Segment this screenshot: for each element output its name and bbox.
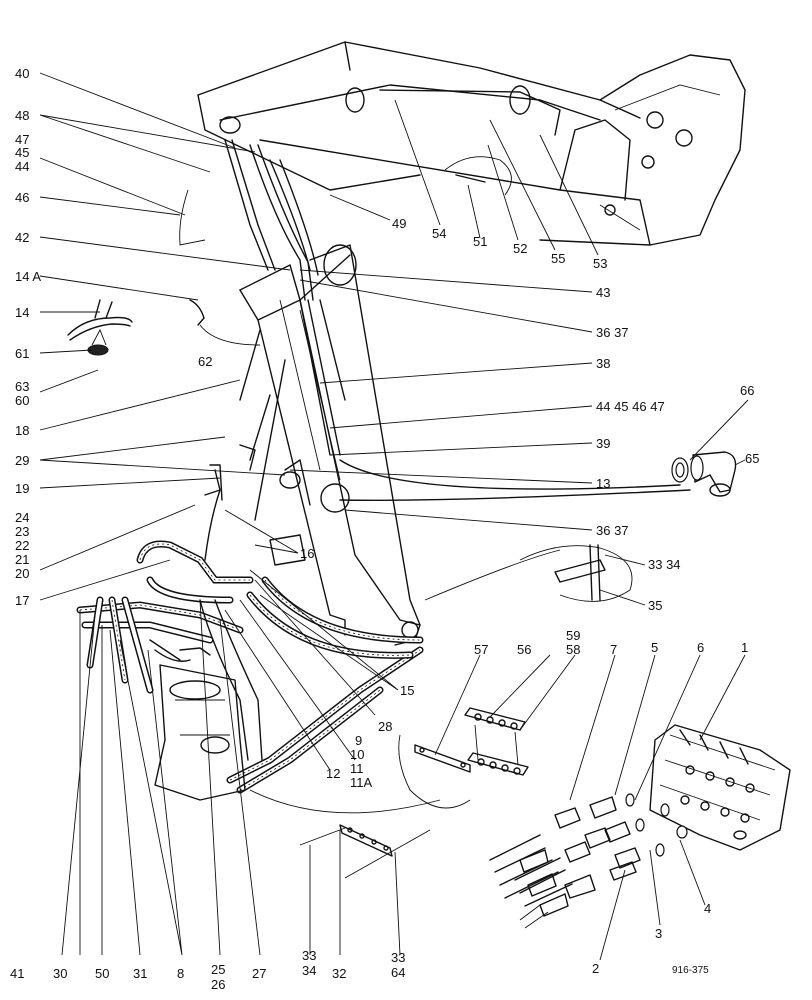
leader-lines [39, 72, 749, 961]
callout-46: 46 [15, 190, 29, 205]
callout-53: 53 [593, 256, 607, 271]
callout-30: 30 [53, 966, 67, 981]
callout-24: 24 [15, 510, 29, 525]
callout-47: 47 [15, 132, 29, 147]
callout-36-37-lower: 36 37 [596, 523, 629, 538]
boom-structure [239, 244, 421, 646]
callout-63: 63 [15, 379, 29, 394]
callout-44-45-46-47: 44 45 46 47 [596, 399, 665, 414]
callout-55: 55 [551, 251, 565, 266]
callout-labels: 40 48 47 45 44 46 42 14 A 14 61 62 63 60… [10, 66, 759, 992]
callout-35: 35 [648, 598, 662, 613]
callout-3: 3 [655, 926, 662, 941]
callout-61: 61 [15, 346, 29, 361]
callout-21: 21 [15, 552, 29, 567]
callout-27: 27 [252, 966, 266, 981]
callout-40: 40 [15, 66, 29, 81]
callout-36-37-upper: 36 37 [596, 325, 629, 340]
base-outline [249, 789, 441, 814]
callout-45: 45 [15, 145, 29, 160]
callout-28: 28 [378, 719, 392, 734]
callout-41: 41 [10, 966, 24, 981]
hose-curve [199, 324, 261, 346]
callout-17: 17 [15, 593, 29, 608]
braided-hoses [76, 540, 424, 794]
callout-50: 50 [95, 966, 109, 981]
callout-54: 54 [432, 226, 446, 241]
callout-18: 18 [15, 423, 29, 438]
callout-20: 20 [15, 566, 29, 581]
callout-12: 12 [326, 766, 340, 781]
callout-2: 2 [592, 961, 599, 976]
control-valve-bank [649, 724, 791, 851]
hose-end-fittings [489, 793, 688, 929]
callout-23: 23 [15, 524, 29, 539]
callout-10: 10 [350, 747, 364, 762]
callout-62: 62 [198, 354, 212, 369]
callout-5: 5 [651, 640, 658, 655]
callout-11a: 11A [350, 775, 372, 790]
callout-52: 52 [513, 241, 527, 256]
clip-strip [299, 824, 431, 879]
callout-57: 57 [474, 642, 488, 657]
callout-33-left: 33 [302, 948, 316, 963]
callout-8: 8 [177, 966, 184, 981]
callout-11: 11 [350, 761, 364, 776]
callout-14a: 14 A [15, 269, 41, 284]
hose-curve-right [424, 549, 561, 601]
callout-22: 22 [15, 538, 29, 553]
clamp-plates [398, 707, 529, 809]
callout-43: 43 [596, 285, 610, 300]
drawing-reference-code: 916-375 [672, 965, 709, 976]
callout-6: 6 [697, 640, 704, 655]
callout-29: 29 [15, 453, 29, 468]
callout-1: 1 [741, 640, 748, 655]
hose-clamp-assembly [67, 299, 205, 356]
callout-19: 19 [15, 481, 29, 496]
pipe-clamp [519, 544, 633, 602]
callout-58: 58 [566, 642, 580, 657]
boom-hydraulic-lines [204, 139, 691, 561]
callout-42: 42 [15, 230, 29, 245]
callout-59: 59 [566, 628, 580, 643]
callout-15: 15 [400, 683, 414, 698]
callout-31: 31 [133, 966, 147, 981]
exploded-assembly-drawing [67, 41, 791, 929]
mounting-pedestal [154, 647, 246, 801]
callout-32: 32 [332, 966, 346, 981]
callout-48: 48 [15, 108, 29, 123]
callout-64: 64 [391, 965, 405, 980]
callout-60: 60 [15, 393, 29, 408]
callout-13: 13 [596, 476, 610, 491]
callout-9: 9 [355, 733, 362, 748]
callout-65: 65 [745, 451, 759, 466]
callout-66: 66 [740, 383, 754, 398]
callout-49: 49 [392, 216, 406, 231]
callout-33-right: 33 [391, 950, 405, 965]
callout-4: 4 [704, 901, 711, 916]
callout-16: 16 [300, 546, 314, 561]
tank-contour [179, 189, 206, 246]
callout-34-left: 34 [302, 963, 316, 978]
callout-7: 7 [610, 642, 617, 657]
callout-33-34-right: 33 34 [648, 557, 681, 572]
elbow-fitting [671, 451, 737, 497]
callout-44: 44 [15, 159, 29, 174]
callout-51: 51 [473, 234, 487, 249]
callout-56: 56 [517, 642, 531, 657]
callout-26: 26 [211, 977, 225, 992]
callout-14: 14 [15, 305, 29, 320]
callout-39: 39 [596, 436, 610, 451]
loader-arm-frame [197, 41, 746, 286]
callout-25: 25 [211, 962, 225, 977]
callout-38: 38 [596, 356, 610, 371]
